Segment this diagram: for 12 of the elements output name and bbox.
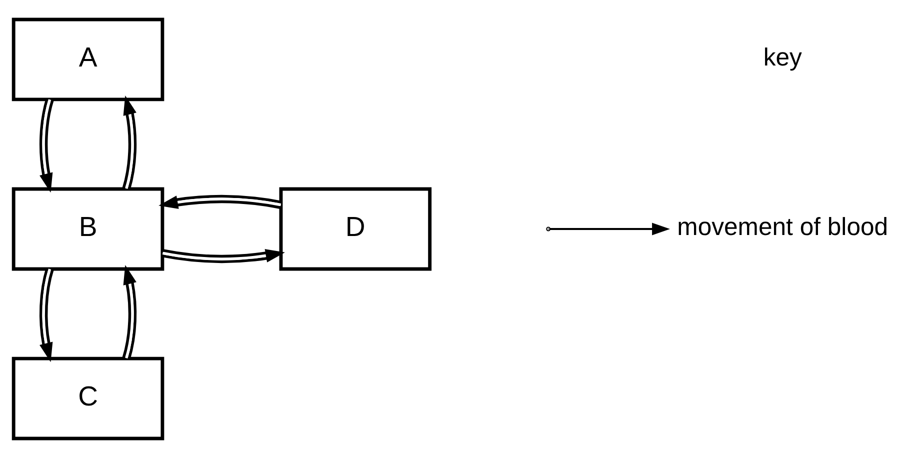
arrow bbox=[39, 267, 54, 362]
arrow bbox=[158, 194, 282, 208]
legend-label: movement of blood bbox=[677, 214, 888, 241]
node-box: A bbox=[12, 17, 164, 101]
node-box: C bbox=[12, 356, 164, 440]
node-box: B bbox=[12, 186, 164, 270]
arrow bbox=[39, 98, 54, 192]
arrow bbox=[122, 94, 137, 190]
label: key bbox=[763, 44, 802, 72]
node-box: D bbox=[279, 186, 432, 270]
arrow bbox=[162, 248, 285, 263]
arrow bbox=[122, 264, 137, 359]
